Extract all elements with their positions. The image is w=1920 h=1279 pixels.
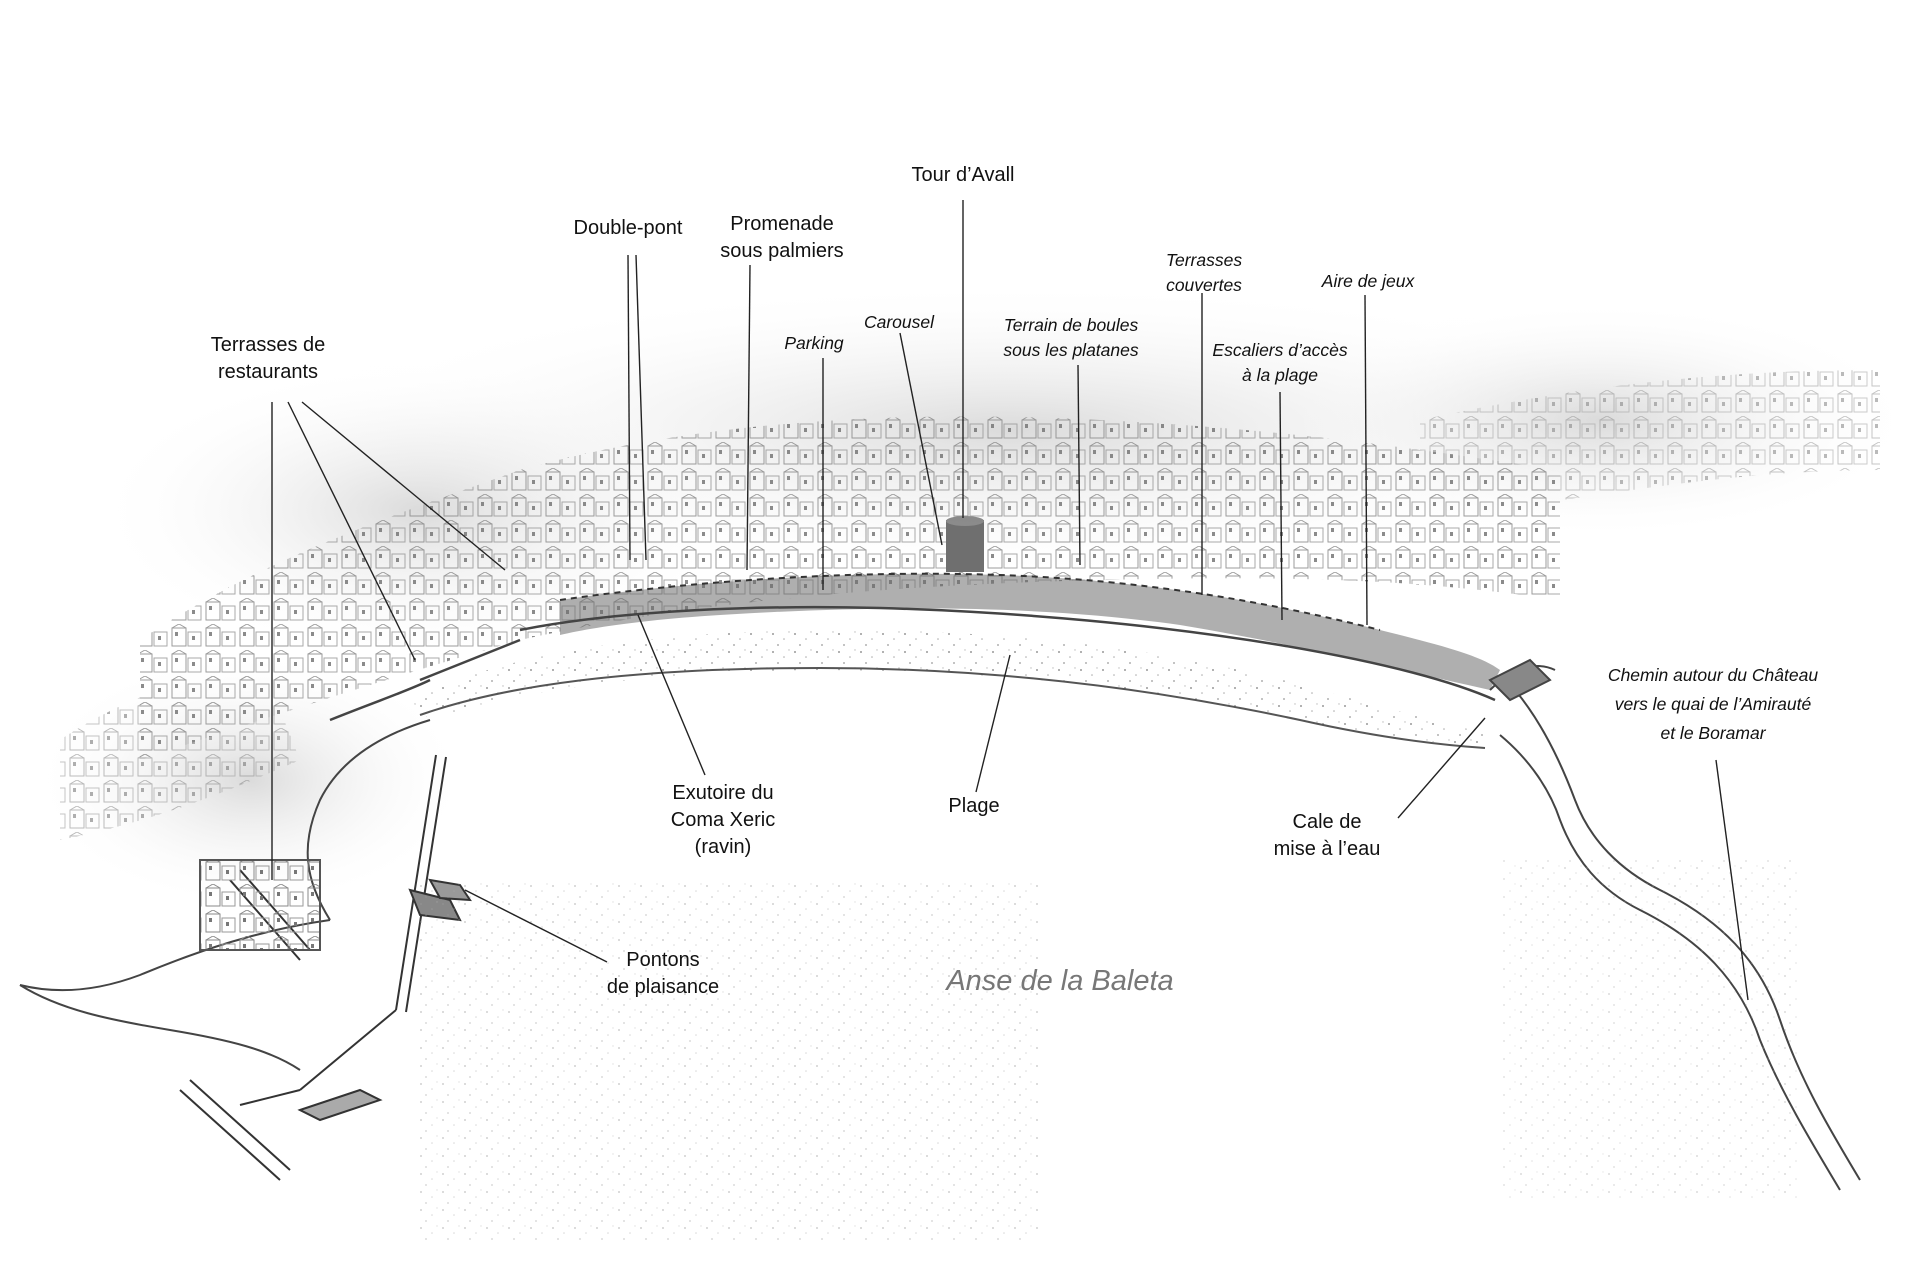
leader-chemin — [1715, 759, 1749, 1001]
label-escaliers-acces-plage: Escaliers d’accès à la plage — [1212, 340, 1348, 385]
label-double-pont: Double-pont — [573, 217, 683, 239]
label-tour-davall: Tour d’Avall — [911, 164, 1015, 186]
leader-double-pont-2 — [635, 254, 647, 561]
leader-plage — [975, 654, 1011, 793]
label-aire-de-jeux: Aire de jeux — [1321, 271, 1415, 291]
tower-shape — [946, 520, 984, 572]
beach — [410, 629, 1490, 749]
sea-name-label: Anse de la Baleta — [946, 965, 1174, 997]
label-terrasses-couvertes: Terrasses couvertes — [1165, 250, 1243, 295]
leader-lines — [271, 200, 1749, 1001]
leader-boules — [1077, 364, 1081, 566]
sea-speckles — [420, 860, 1800, 1240]
leader-promenade — [746, 264, 751, 571]
label-parking: Parking — [784, 333, 844, 353]
leader-pontons — [464, 889, 608, 963]
label-exutoire-coma-xeric: Exutoire du Coma Xeric (ravin) — [670, 782, 776, 858]
leader-aire-jeux — [1364, 294, 1368, 626]
leader-carousel — [899, 332, 943, 546]
leader-double-pont-1 — [627, 254, 631, 561]
leader-terrasses-3 — [301, 401, 506, 571]
label-promenade-sous-palmiers: Promenade sous palmiers — [720, 213, 844, 262]
leader-cale — [1397, 717, 1486, 819]
tree-band — [559, 572, 1500, 690]
leader-escaliers — [1279, 391, 1283, 621]
label-carousel: Carousel — [863, 312, 935, 332]
promenade-wall — [329, 605, 1496, 722]
label-pontons-de-plaisance: Pontons de plaisance — [606, 949, 720, 998]
label-plage: Plage — [948, 795, 1000, 817]
leader-exutoire — [637, 614, 706, 776]
leader-terrasses-2 — [287, 401, 416, 661]
label-terrasses-restaurants: Terrasses de restaurants — [210, 334, 326, 383]
label-terrain-de-boules: Terrain de boules sous les platanes — [1003, 315, 1139, 360]
label-cale-mise-a-leau: Cale de mise à l’eau — [1273, 811, 1381, 860]
label-chemin-chateau: Chemin autour du Château vers le quai de… — [1607, 665, 1819, 743]
